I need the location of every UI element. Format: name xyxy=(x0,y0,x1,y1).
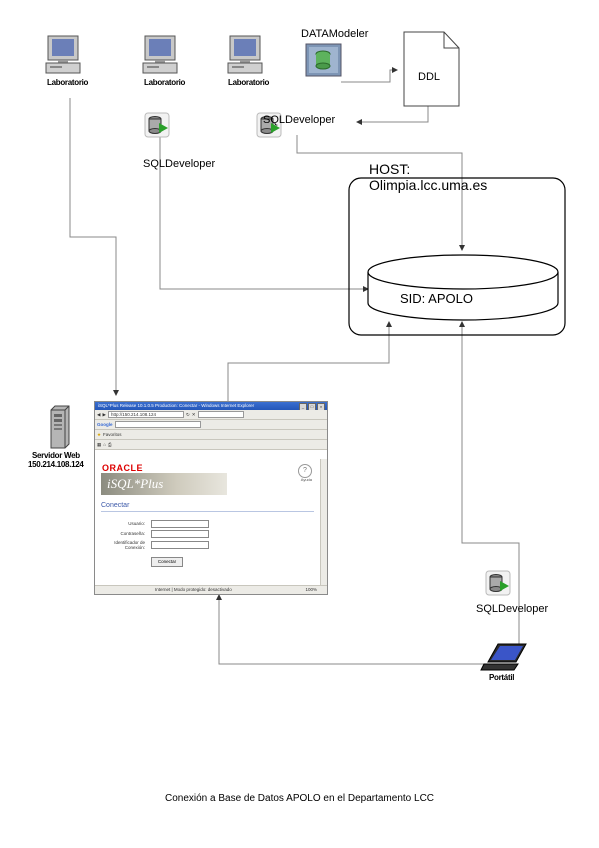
host-name: Olimpia.lcc.uma.es xyxy=(369,177,488,193)
status-bar: Internet | Modo protegido: desactivado 1… xyxy=(95,585,327,594)
help-label[interactable]: Ayuda xyxy=(300,477,312,482)
connect-heading: Conectar xyxy=(101,502,130,509)
sqldeveloper-lab-label: SQLDeveloper xyxy=(143,158,216,170)
laptop-icon xyxy=(480,643,527,671)
sqldeveloper-laptop-label: SQLDeveloper xyxy=(476,603,549,615)
address-input[interactable]: http://150.214.108.124 xyxy=(107,411,184,418)
username-label: Usuario: xyxy=(128,521,145,526)
zoom-level[interactable]: 100% xyxy=(305,587,317,592)
diagram-caption: Conexión a Base de Datos APOLO en el Dep… xyxy=(164,793,435,804)
sqldeveloper-icon xyxy=(144,112,170,138)
web-server-name: Servidor Web xyxy=(32,451,80,460)
sqldeveloper-to-db-line xyxy=(296,135,465,251)
maximize-icon[interactable]: □ xyxy=(308,403,316,410)
sqldeveloper-icon xyxy=(256,112,282,138)
favorites-label[interactable]: Favoritos xyxy=(103,432,122,437)
password-field[interactable] xyxy=(151,530,209,538)
lab2-to-db-line xyxy=(159,137,369,292)
host-label: HOST: Olimpia.lcc.uma.es xyxy=(369,161,487,193)
google-toolbar: Google xyxy=(95,420,327,430)
help-icon[interactable]: ? xyxy=(298,464,312,478)
sqldeveloper-icon xyxy=(485,570,511,596)
stop-icon[interactable]: ✕ xyxy=(191,411,196,417)
back-icon[interactable]: ◀ xyxy=(97,411,101,417)
status-text: Internet | Modo protegido: desactivado xyxy=(155,587,232,592)
datamodeler-to-ddl-line xyxy=(341,67,398,83)
datamodeler-label: DATAModeler xyxy=(301,28,369,40)
host-title: HOST: xyxy=(369,161,411,177)
server-tower-icon xyxy=(50,405,70,449)
database-cylinder xyxy=(367,254,559,321)
password-label: Contraseña: xyxy=(120,531,145,536)
browser-title: iSQL*Plus Release 10.1.0.5 Production: C… xyxy=(98,403,255,408)
connect-button[interactable]: Conectar xyxy=(151,557,183,567)
ddl-label: DDL xyxy=(418,71,441,83)
ddl-document xyxy=(403,31,460,107)
divider xyxy=(101,511,314,512)
print-icon[interactable]: ⎙ xyxy=(107,442,112,447)
ddl-to-sqldeveloper-line xyxy=(356,106,429,125)
computer-icon xyxy=(227,35,263,74)
username-field[interactable] xyxy=(151,520,209,528)
favorites-bar: ★ Favoritos xyxy=(95,430,327,440)
sqldeveloper-top-label: SQLDeveloper xyxy=(263,114,336,126)
minimize-icon[interactable]: _ xyxy=(299,403,307,410)
connection-id-label: Identificador de Conexión: xyxy=(114,540,145,550)
home-icon[interactable]: ⌂ xyxy=(103,442,106,447)
tab-bar: ▦ ⌂ ⎙ xyxy=(95,440,327,450)
favorites-star-icon[interactable]: ★ xyxy=(97,431,102,437)
google-search-input[interactable] xyxy=(114,421,201,428)
browser-titlebar: iSQL*Plus Release 10.1.0.5 Production: C… xyxy=(95,402,327,410)
browser-window: iSQL*Plus Release 10.1.0.5 Production: C… xyxy=(94,401,328,595)
scrollbar[interactable] xyxy=(320,459,327,586)
window-controls: _ □ × xyxy=(299,403,325,410)
address-bar-row: ◀ ▶ http://150.214.108.124 ↻ ✕ xyxy=(95,410,327,420)
database-label: SID: APOLO xyxy=(400,291,473,306)
close-icon[interactable]: × xyxy=(317,403,325,410)
isqlplus-banner: iSQL*Plus xyxy=(101,473,227,495)
page-content: ORACLE iSQL*Plus ? Ayuda Conectar Usuari… xyxy=(95,459,320,586)
host-box xyxy=(348,177,566,336)
web-server-ip: 150.214.108.124 xyxy=(28,460,84,469)
refresh-icon[interactable]: ↻ xyxy=(185,411,190,417)
laptop-label: Portátil xyxy=(489,673,515,682)
oracle-logo: ORACLE xyxy=(102,463,143,473)
datamodeler-icon xyxy=(305,43,342,77)
lab-label: Laboratorio xyxy=(47,78,89,87)
search-box[interactable] xyxy=(197,411,244,418)
laptop-to-db-line xyxy=(459,321,520,646)
lab-label: Laboratorio xyxy=(144,78,186,87)
computer-icon xyxy=(142,35,178,74)
lab1-to-browser-line xyxy=(69,98,119,396)
tabs-icon[interactable]: ▦ xyxy=(97,441,102,447)
computer-icon xyxy=(45,35,81,74)
lab-label: Laboratorio xyxy=(228,78,270,87)
connection-id-field[interactable] xyxy=(151,541,209,549)
forward-icon[interactable]: ▶ xyxy=(102,411,106,417)
laptop-to-browser-line xyxy=(216,594,484,665)
browser-to-db-line xyxy=(227,321,392,401)
google-logo: Google xyxy=(97,422,113,427)
